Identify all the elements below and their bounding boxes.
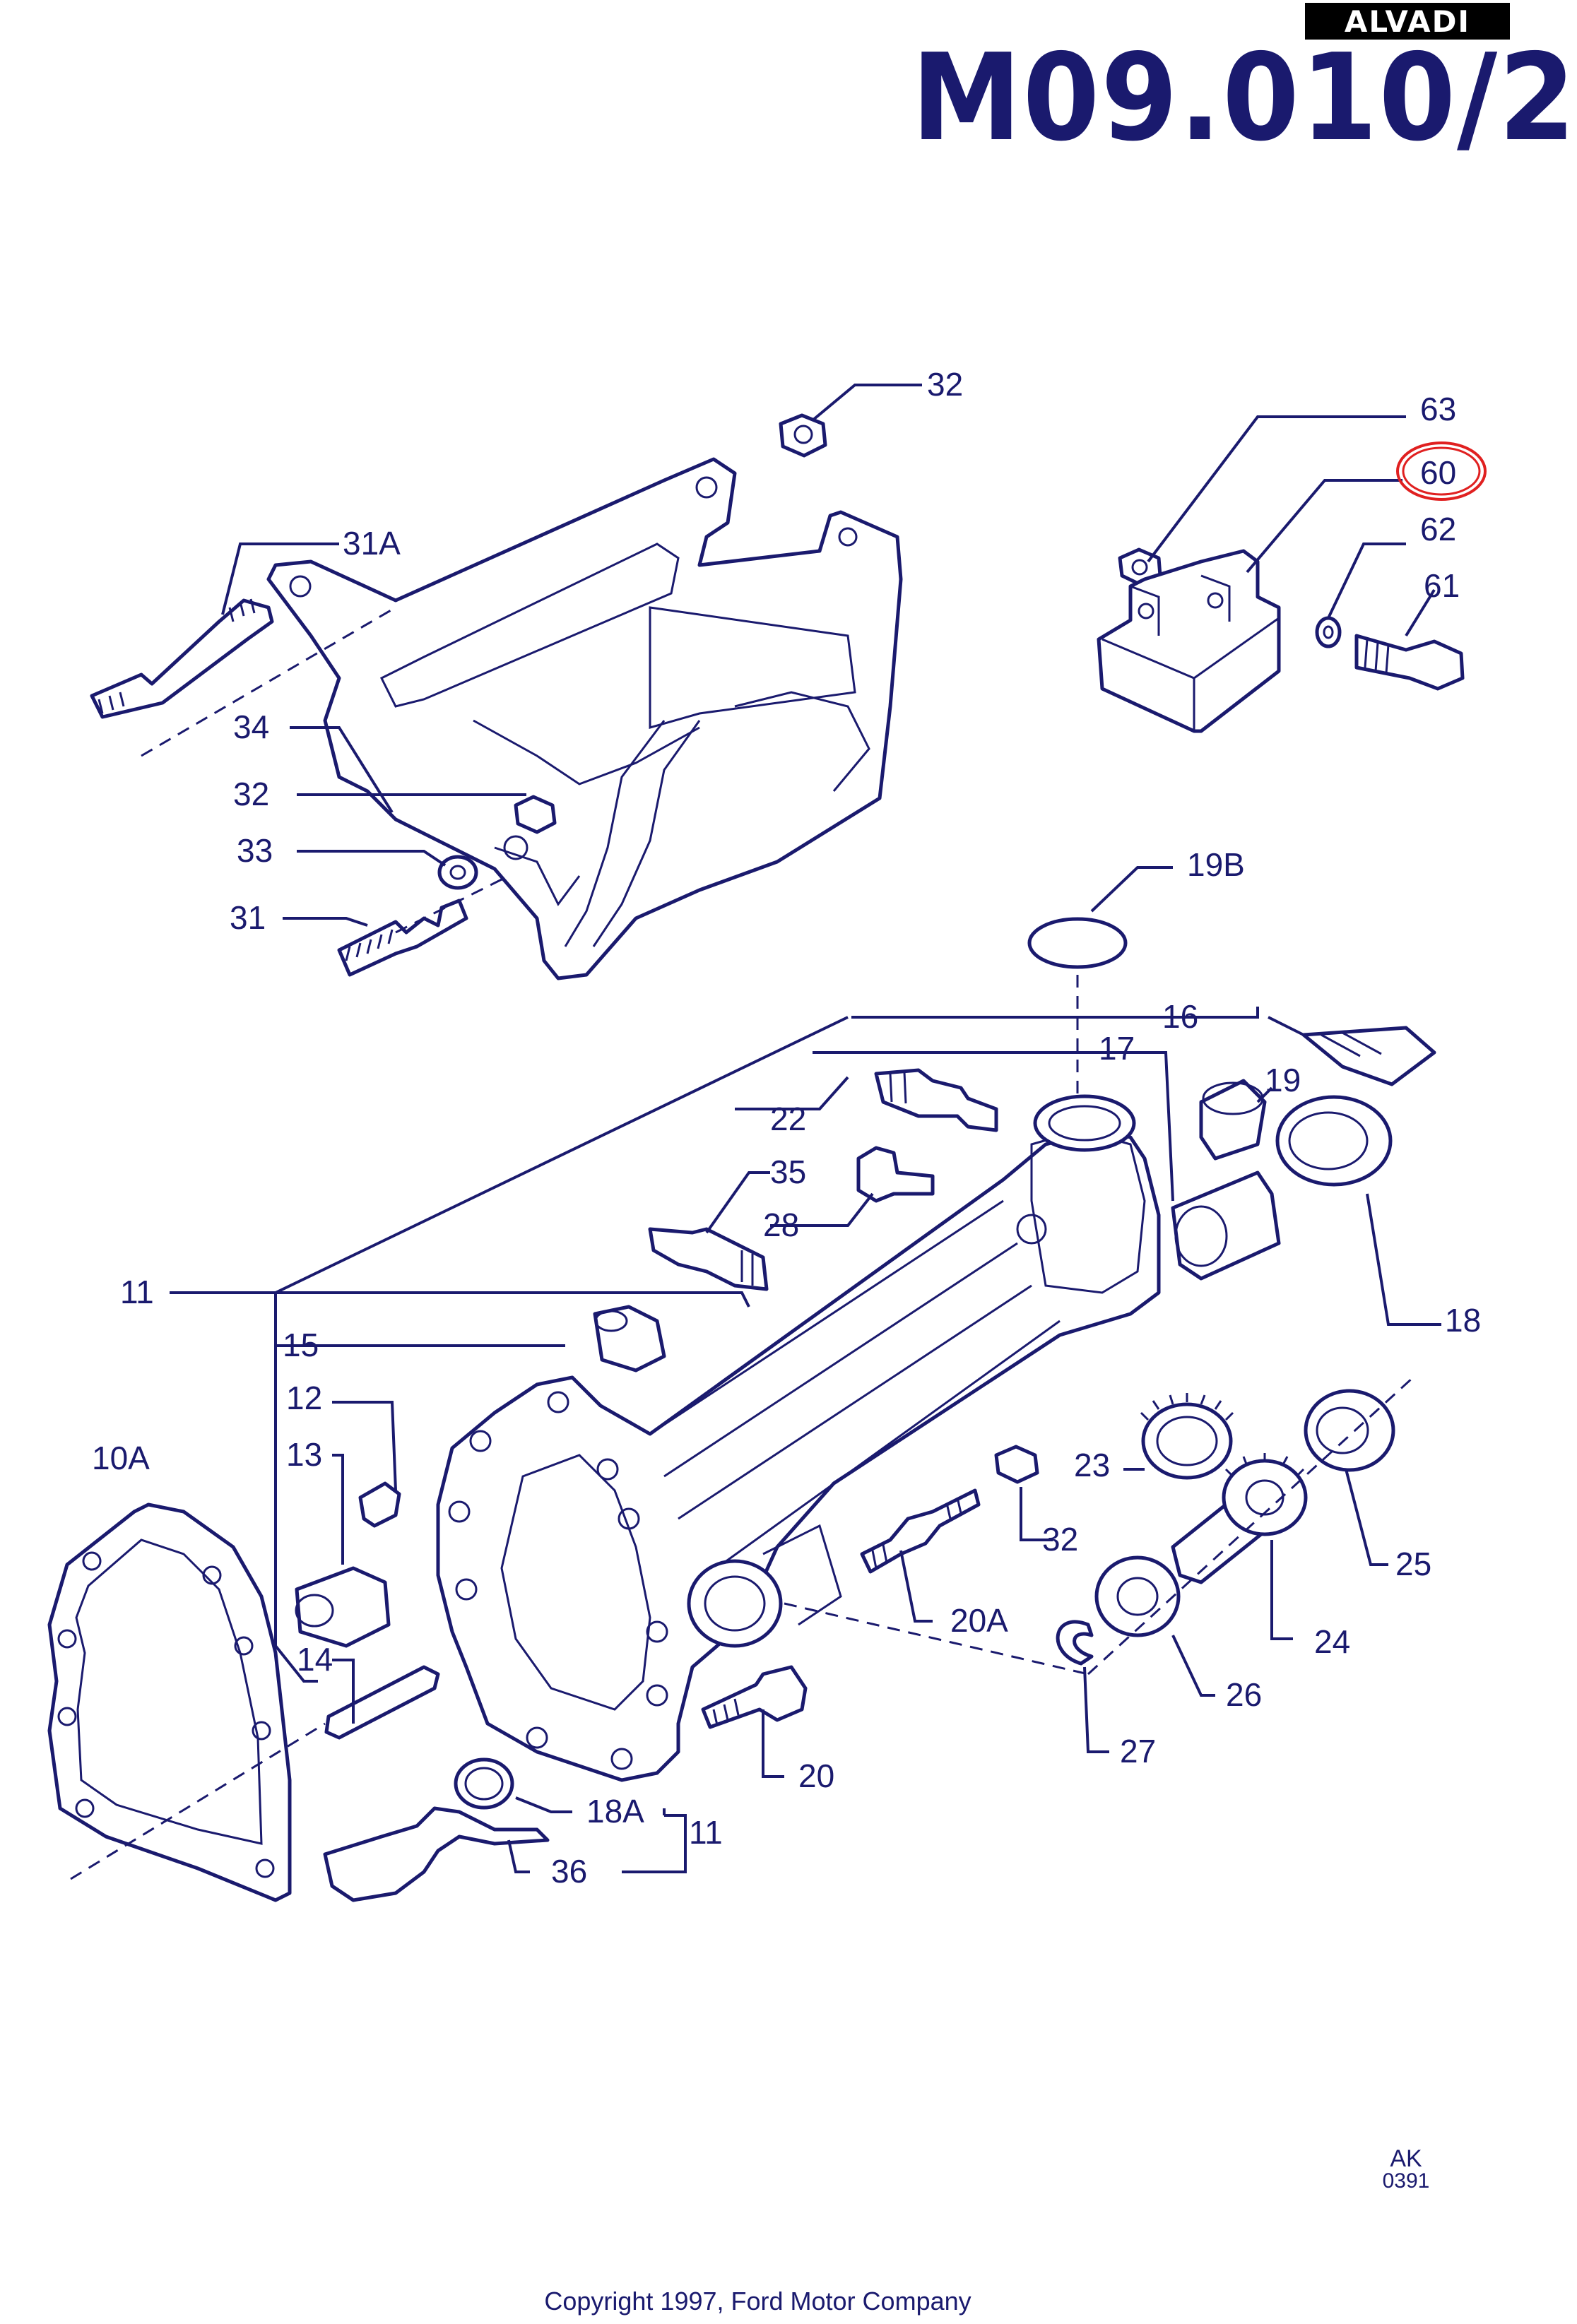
callout-26: 26 <box>1226 1676 1262 1713</box>
callout-34: 34 <box>233 709 269 745</box>
bolt-61[interactable] <box>1354 634 1465 691</box>
callout-20: 20 <box>798 1757 834 1794</box>
bushing-19[interactable] <box>1199 1079 1267 1161</box>
callout-32-mid: 32 <box>233 776 269 812</box>
crossmember-bracket[interactable] <box>266 457 903 980</box>
callout-32-top: 32 <box>927 366 963 403</box>
nut-32-low[interactable] <box>994 1445 1039 1484</box>
callout-13: 13 <box>286 1436 322 1473</box>
gear-23[interactable] <box>1140 1393 1234 1480</box>
oil-seal-18[interactable] <box>1275 1095 1393 1187</box>
callout-28: 28 <box>763 1207 799 1243</box>
callout-14: 14 <box>297 1641 333 1678</box>
seal-25[interactable] <box>1304 1389 1395 1472</box>
crossmember-bracket-assembly <box>90 413 903 980</box>
leader-lines <box>170 384 1441 1873</box>
shim-16[interactable] <box>1301 1026 1436 1086</box>
callout-36: 36 <box>551 1853 587 1890</box>
sensor-22[interactable] <box>874 1068 998 1132</box>
oring-18a[interactable] <box>454 1757 514 1810</box>
pin-14[interactable] <box>324 1665 440 1740</box>
plug-19b[interactable] <box>1027 917 1128 969</box>
stud-20a[interactable] <box>860 1488 981 1574</box>
callout-12: 12 <box>286 1380 322 1416</box>
callout-20a: 20A <box>950 1602 1008 1639</box>
washer-62[interactable] <box>1315 616 1342 648</box>
gear-24[interactable] <box>1171 1453 1308 1584</box>
drawing-reference: AK 0391 <box>1378 2147 1434 2193</box>
callout-19: 19 <box>1265 1062 1301 1098</box>
callout-18a: 18A <box>586 1793 644 1830</box>
page-code: M09.010/2 <box>911 28 1577 168</box>
callout-18: 18 <box>1445 1302 1481 1339</box>
dowel-12[interactable] <box>358 1481 401 1528</box>
nut-32-top[interactable] <box>779 413 827 458</box>
callout-15: 15 <box>283 1327 319 1363</box>
drawing-ref-line2: 0391 <box>1382 2169 1430 2193</box>
brand-label: ALVADI <box>1305 3 1510 40</box>
callout-11-low: 11 <box>689 1814 723 1851</box>
callout-16: 16 <box>1162 998 1198 1035</box>
mount-assembly <box>1097 547 1465 733</box>
clip-27[interactable] <box>1056 1620 1094 1666</box>
callout-17: 17 <box>1099 1030 1135 1067</box>
copyright-notice: Copyright 1997, Ford Motor Company <box>544 2287 971 2316</box>
callout-61: 61 <box>1424 567 1460 604</box>
stud-31a[interactable] <box>90 598 274 719</box>
bushing-13[interactable] <box>295 1566 391 1648</box>
mount-60[interactable] <box>1097 549 1281 733</box>
callout-22: 22 <box>770 1101 806 1137</box>
bolt-20[interactable] <box>701 1665 808 1729</box>
retainer-26[interactable] <box>1094 1555 1181 1637</box>
callout-24: 24 <box>1314 1623 1350 1660</box>
center-lines <box>70 975 1414 1880</box>
callout-35: 35 <box>770 1154 806 1190</box>
bushing-17[interactable] <box>1171 1170 1281 1281</box>
plug-28[interactable] <box>856 1146 935 1203</box>
drawing-ref-line1: AK <box>1390 2145 1422 2172</box>
callout-25: 25 <box>1395 1546 1431 1582</box>
callout-31: 31 <box>230 899 266 936</box>
callout-32-low: 32 <box>1042 1521 1078 1558</box>
callout-11-main: 11 <box>120 1274 154 1310</box>
gasket-10a[interactable] <box>47 1502 292 1902</box>
washer-33[interactable] <box>437 855 478 890</box>
callout-33: 33 <box>237 832 273 869</box>
bushing-15[interactable] <box>593 1305 666 1373</box>
callout-60: 60 <box>1420 454 1456 491</box>
nut-32-mid[interactable] <box>514 795 557 834</box>
extension-housing-11[interactable] <box>436 1094 1161 1782</box>
callout-62: 62 <box>1420 511 1456 547</box>
lever-36[interactable] <box>323 1806 550 1902</box>
callout-23: 23 <box>1074 1447 1110 1483</box>
exploded-parts-diagram: 32 31A 34 32 33 31 63 60 62 61 19B 16 17… <box>47 366 1487 1902</box>
callout-19b: 19B <box>1187 846 1245 883</box>
callout-31a: 31A <box>343 525 401 562</box>
callout-10a: 10A <box>92 1440 150 1476</box>
callout-63: 63 <box>1420 391 1456 427</box>
callout-27: 27 <box>1120 1733 1156 1769</box>
stud-31[interactable] <box>337 899 468 977</box>
switch-35[interactable] <box>648 1227 769 1291</box>
callout-60-highlight <box>1396 441 1487 501</box>
callout-labels: 32 31A 34 32 33 31 63 60 62 61 19B 16 17… <box>92 366 1481 1890</box>
